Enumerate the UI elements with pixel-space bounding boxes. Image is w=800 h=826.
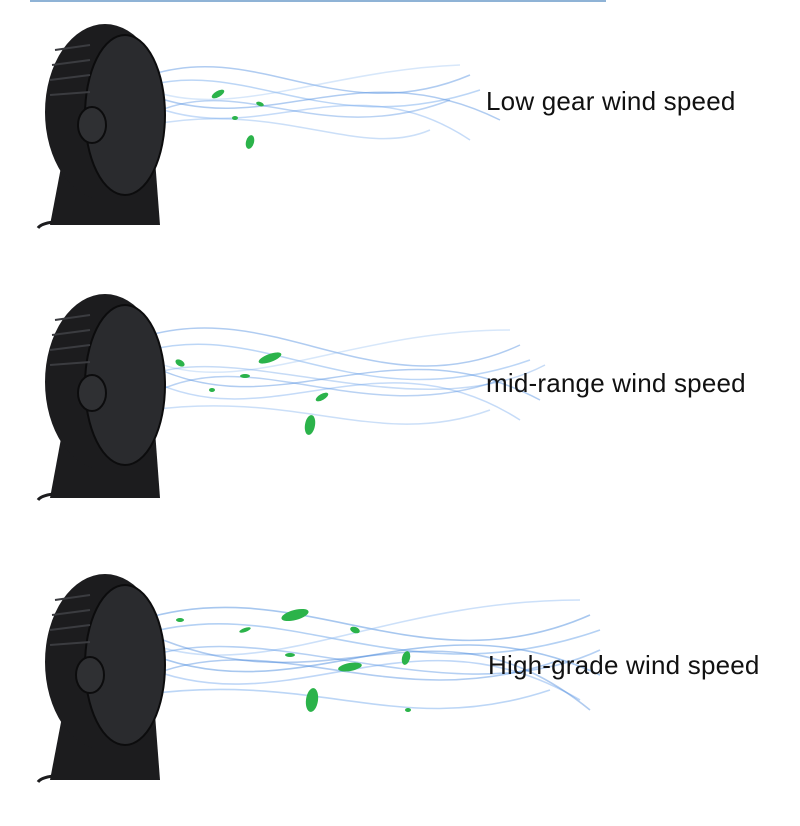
- leaves-mid: [175, 352, 329, 435]
- leaves-high: [176, 608, 411, 712]
- speed-panel-low: Low gear wind speed: [0, 0, 800, 266]
- speed-panel-high: High-grade wind speed: [0, 560, 800, 826]
- fan-illustration-low: [36, 24, 501, 230]
- speed-panel-mid: mid-range wind speed: [0, 280, 800, 546]
- wind-streams-high: [139, 599, 601, 711]
- wind-streams-low: [149, 64, 501, 141]
- fan-illustration-high: [36, 574, 601, 784]
- fan-icon: [36, 294, 166, 502]
- fan-illustration-mid: [36, 294, 546, 502]
- fan-icon: [36, 574, 166, 784]
- top-divider: [30, 0, 606, 2]
- speed-label-low: Low gear wind speed: [486, 86, 736, 116]
- speed-label-high: High-grade wind speed: [488, 650, 760, 680]
- leaves-low: [211, 89, 264, 149]
- fan-icon: [36, 24, 166, 230]
- wind-streams-mid: [149, 327, 546, 425]
- speed-label-mid: mid-range wind speed: [486, 368, 746, 398]
